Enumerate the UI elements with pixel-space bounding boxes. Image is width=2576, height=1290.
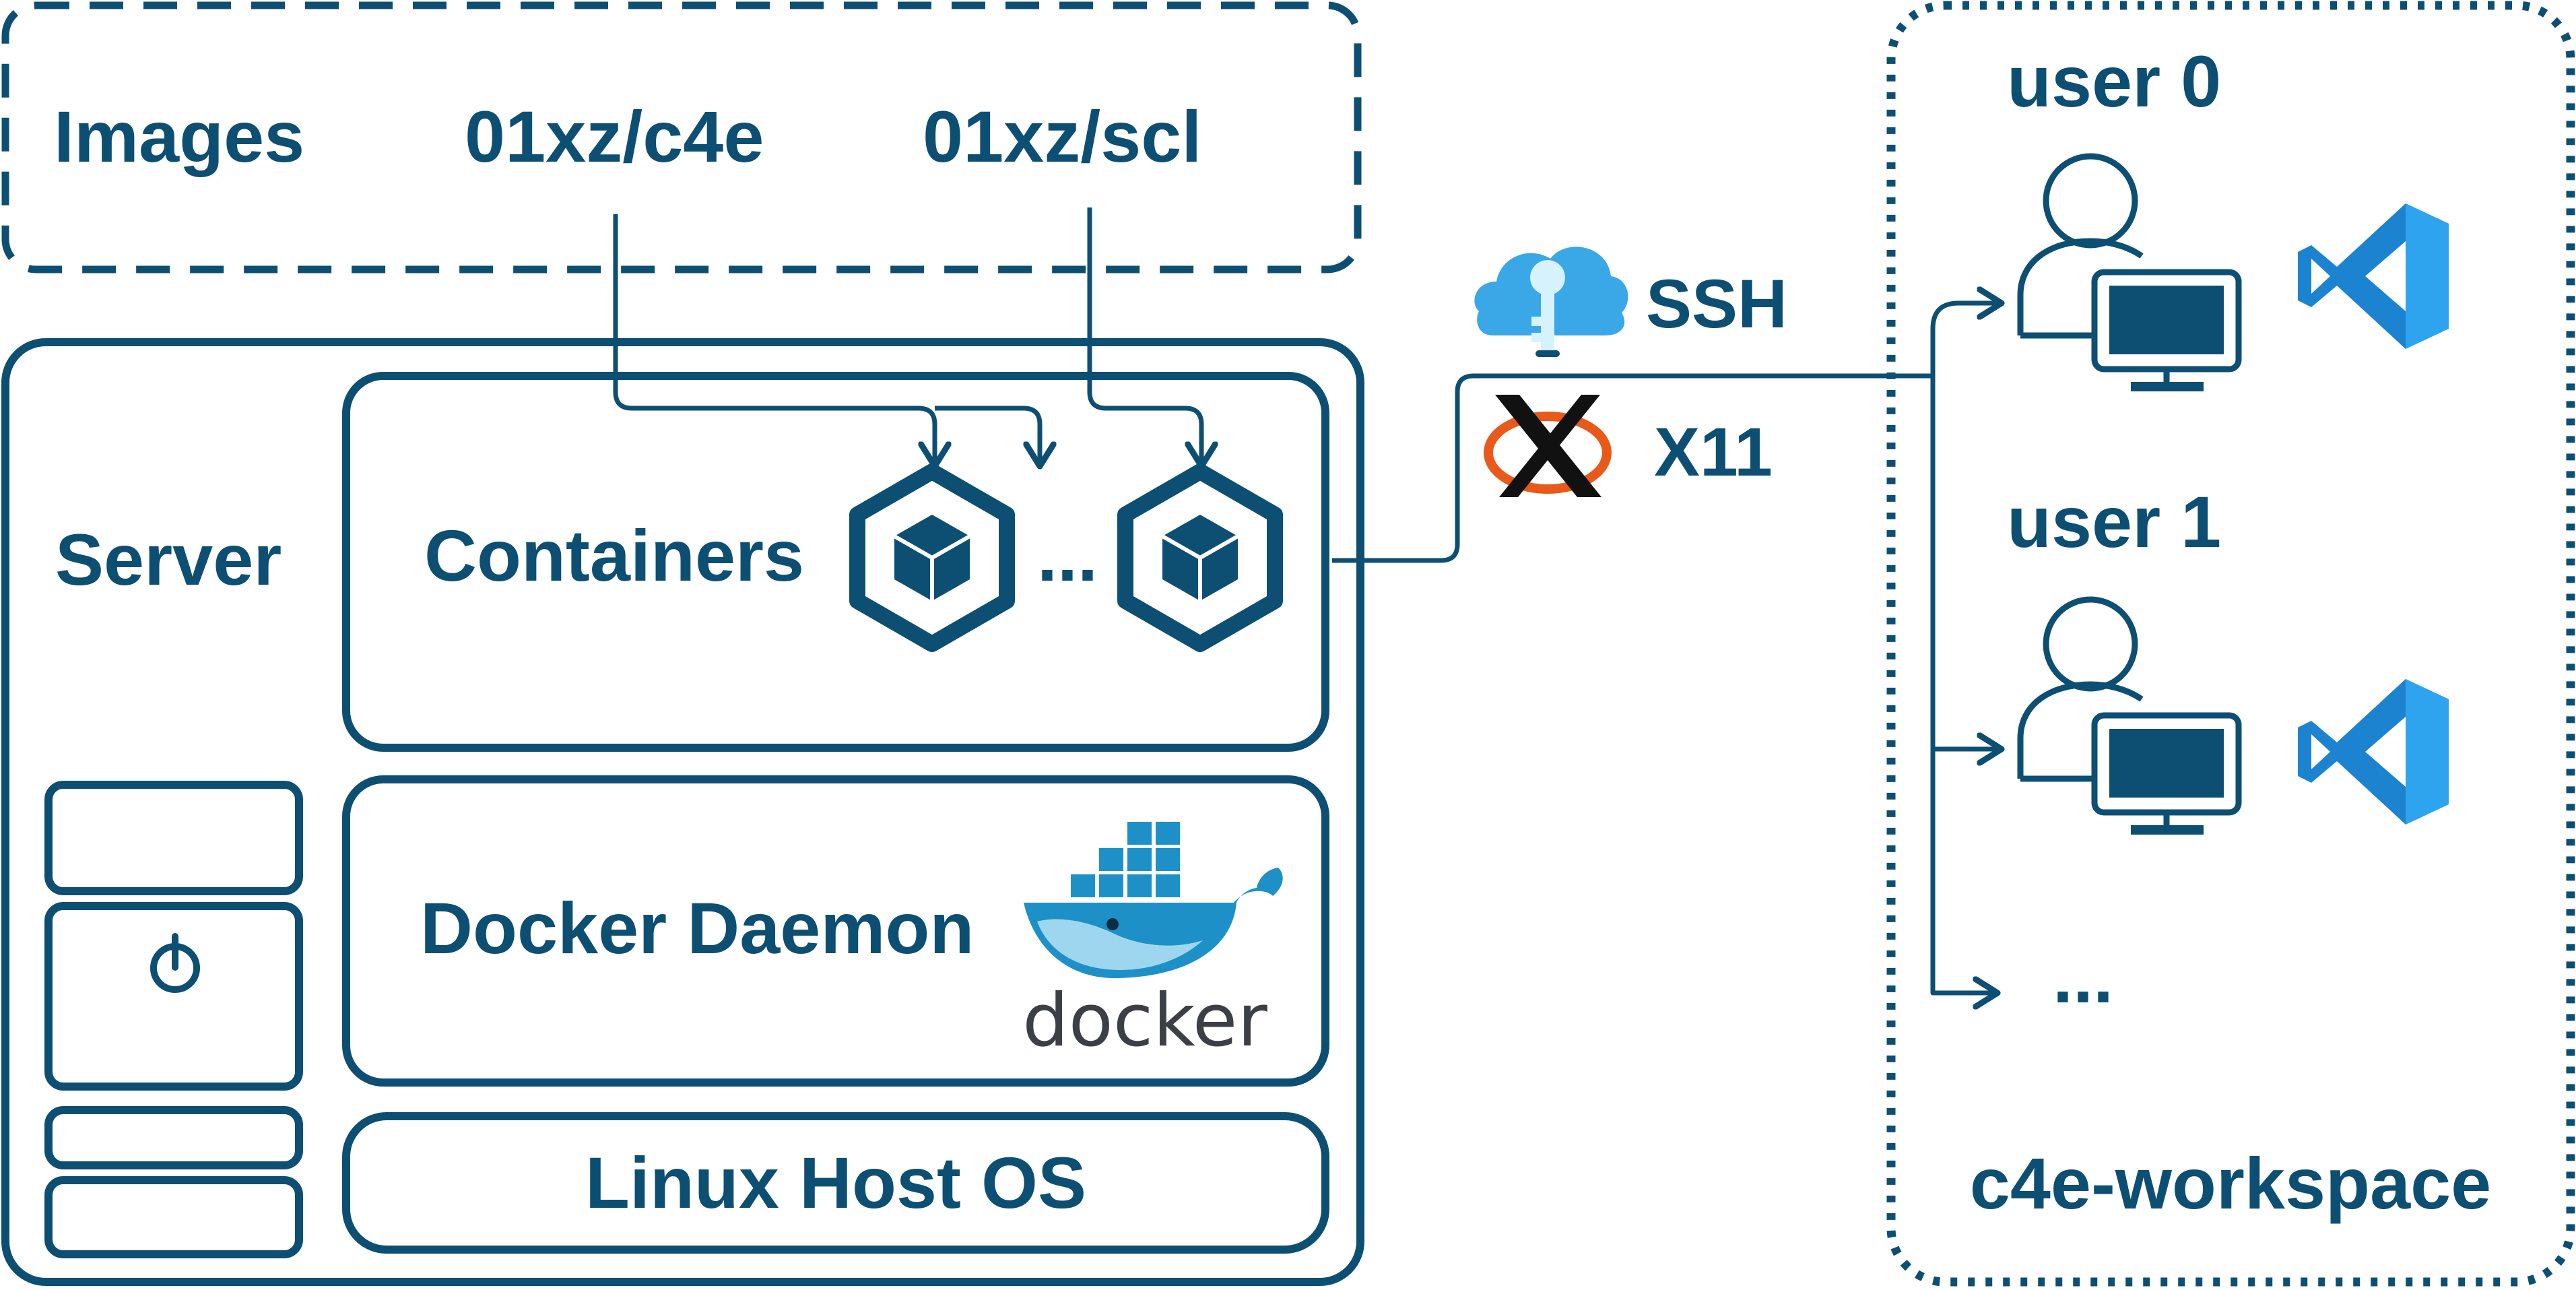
user-computer-icon [2017, 596, 2242, 835]
docker-daemon-label: Docker Daemon [420, 887, 974, 969]
image-to-container-arrows [613, 207, 1201, 463]
container-cube-icon [1117, 463, 1283, 652]
linux-os-label: Linux Host OS [585, 1142, 1086, 1223]
server-tower-icon [44, 781, 303, 1258]
user-computer-icon [2017, 153, 2242, 391]
more-users-ellipsis: ... [2053, 936, 2113, 1018]
docker-wordmark: docker [1022, 979, 1267, 1063]
power-icon [150, 933, 200, 993]
cloud-key-icon [1474, 247, 1628, 357]
containers-ellipsis: ... [1037, 515, 1098, 596]
image-scl: 01xz/scl [923, 96, 1201, 177]
images-label: Images [54, 96, 304, 177]
docker-daemon-box [342, 775, 1329, 1087]
docker-whale-icon [1024, 822, 1283, 979]
x11-label: X11 [1654, 414, 1773, 490]
remote-connection-lines [1332, 303, 1999, 993]
containers-box [342, 372, 1329, 752]
workspace-box: c4e-workspace user 0 user 1 [1886, 1, 2575, 1287]
server-box: Server Containers ... [1, 338, 1364, 1286]
workspace-label: c4e-workspace [1970, 1142, 2491, 1224]
image-c4e: 01xz/c4e [465, 96, 764, 177]
container-cube-icon [849, 463, 1015, 652]
user-0-label: user 0 [2007, 40, 2221, 122]
vscode-icon [2298, 203, 2449, 349]
containers-label: Containers [424, 515, 804, 596]
linux-os-box [342, 1112, 1329, 1254]
vscode-icon [2298, 679, 2449, 825]
server-label: Server [55, 519, 282, 600]
user-1-label: user 1 [2007, 481, 2221, 562]
x11-logo-icon [1484, 395, 1612, 497]
ssh-label: SSH [1646, 265, 1787, 342]
images-box: Images 01xz/c4e 01xz/scl [1, 1, 1362, 273]
